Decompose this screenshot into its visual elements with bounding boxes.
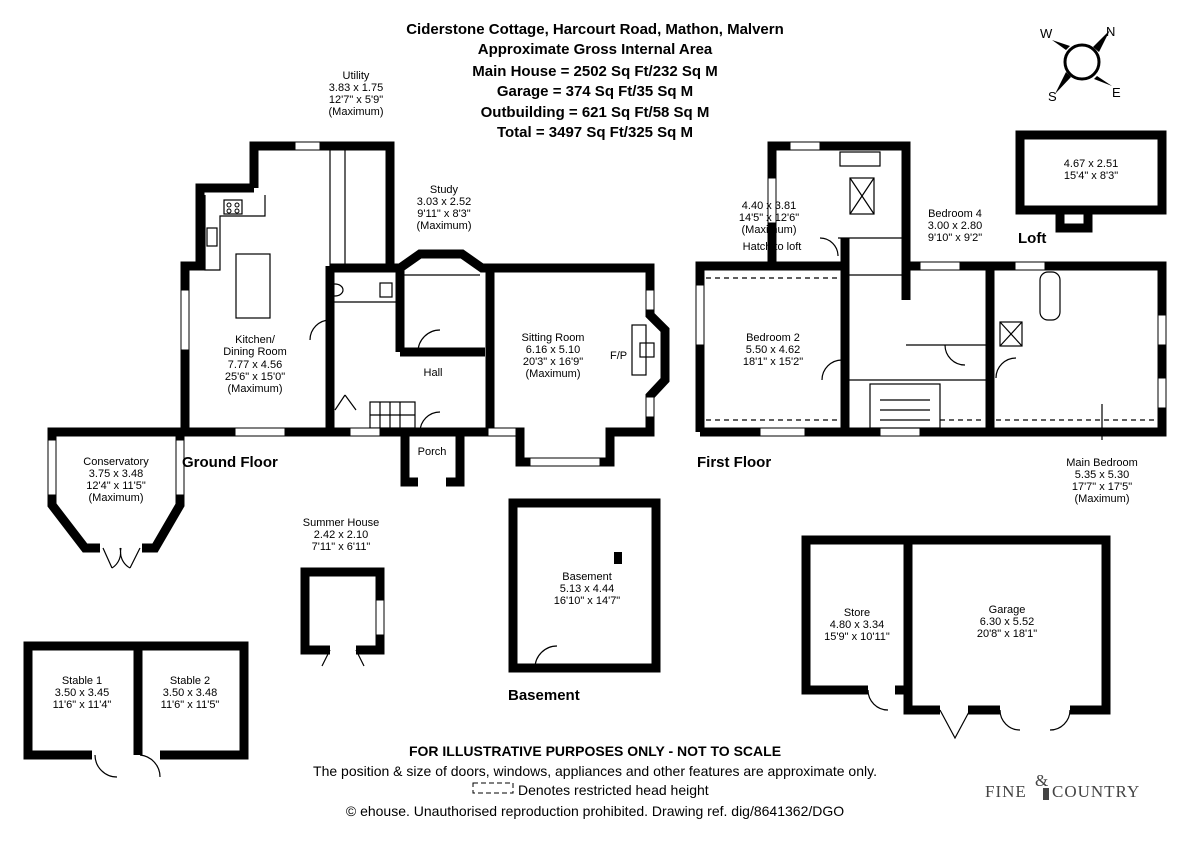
- conservatory-imperial: 12'4" x 11'5": [86, 480, 146, 492]
- study-imperial: 9'11" x 8'3": [417, 208, 470, 220]
- summer-house-name: Summer House: [303, 517, 379, 529]
- hall-label: Hall: [424, 367, 443, 379]
- hatch-label: Hatch to loft: [743, 241, 802, 253]
- footer: FOR ILLUSTRATIVE PURPOSES ONLY - NOT TO …: [313, 743, 877, 819]
- main-bedroom-name: Main Bedroom: [1066, 457, 1138, 469]
- main-house-area: Main House = 2502 Sq Ft/232 Sq M: [472, 63, 718, 80]
- ground-floor-label: Ground Floor: [182, 454, 278, 471]
- kitchen-maximum: (Maximum): [228, 383, 283, 395]
- utility-name: Utility: [343, 70, 370, 82]
- title-block: Ciderstone Cottage, Harcourt Road, Matho…: [406, 21, 784, 141]
- compass-n-label: N: [1106, 24, 1115, 39]
- utility-imperial: 12'7" x 5'9": [329, 94, 383, 106]
- porch-label: Porch: [418, 446, 447, 458]
- kitchen-imperial: 25'6" x 15'0": [225, 371, 285, 383]
- conservatory-maximum: (Maximum): [89, 492, 144, 504]
- loft-label: Loft: [1018, 230, 1046, 247]
- kitchen-metric: 7.77 x 4.56: [228, 359, 282, 371]
- bedroom3-imperial: 14'5" x 12'6": [739, 212, 799, 224]
- compass-icon: W N S E: [1040, 24, 1121, 104]
- loft-imperial: 15'4" x 8'3": [1064, 170, 1118, 182]
- garage-plan: Store 4.80 x 3.34 15'9" x 10'11" Garage …: [801, 535, 1111, 740]
- logo-left: FINE: [985, 782, 1027, 801]
- loft-plan: 4.67 x 2.51 15'4" x 8'3" Loft: [1015, 130, 1167, 247]
- fireplace-label: F/P: [610, 350, 627, 362]
- compass-s-label: S: [1048, 89, 1057, 104]
- study-maximum: (Maximum): [417, 220, 472, 232]
- legend-text: Denotes restricted head height: [518, 782, 709, 798]
- copyright-text: © ehouse. Unauthorised reproduction proh…: [346, 803, 844, 819]
- disclaimer-text: FOR ILLUSTRATIVE PURPOSES ONLY - NOT TO …: [409, 743, 781, 759]
- sitting-name: Sitting Room: [522, 332, 585, 344]
- basement-metric: 5.13 x 4.44: [560, 583, 614, 595]
- garage-name: Garage: [989, 604, 1026, 616]
- stables-plan: Stable 1 3.50 x 3.45 11'6" x 11'4" Stabl…: [23, 641, 249, 778]
- kitchen-name-2: Dining Room: [223, 346, 287, 358]
- study-name: Study: [430, 184, 459, 196]
- conservatory-metric: 3.75 x 3.48: [89, 468, 143, 480]
- bedroom4-metric: 3.00 x 2.80: [928, 220, 982, 232]
- basement-imperial: 16'10" x 14'7": [554, 595, 621, 607]
- store-name: Store: [844, 607, 870, 619]
- stable1-name: Stable 1: [62, 675, 102, 687]
- bedroom2-name: Bedroom 2: [746, 332, 800, 344]
- sitting-metric: 6.16 x 5.10: [526, 344, 580, 356]
- outbuilding-area: Outbuilding = 621 Sq Ft/58 Sq M: [481, 104, 710, 121]
- first-floor-labels: 4.40 x 3.81 14'5" x 12'6" (Maximum) Hatc…: [739, 200, 1138, 505]
- bedroom4-name: Bedroom 4: [928, 208, 982, 220]
- conservatory-name: Conservatory: [83, 456, 149, 468]
- bedroom2-metric: 5.50 x 4.62: [746, 344, 800, 356]
- logo-mark-icon: [1043, 788, 1049, 800]
- approximate-note: The position & size of doors, windows, a…: [313, 763, 877, 779]
- main-bedroom-metric: 5.35 x 5.30: [1075, 469, 1129, 481]
- logo-ampersand: &: [1035, 771, 1049, 790]
- basement-plan: Basement 5.13 x 4.44 16'10" x 14'7" Base…: [508, 498, 661, 704]
- basement-label: Basement: [508, 687, 580, 704]
- restricted-height-swatch: [472, 782, 514, 794]
- stable2-imperial: 11'6" x 11'5": [161, 699, 220, 711]
- logo-right: COUNTRY: [1052, 782, 1140, 801]
- stable2-metric: 3.50 x 3.48: [163, 687, 217, 699]
- stable2-name: Stable 2: [170, 675, 210, 687]
- ground-floor-plan: Ground Floor: [47, 141, 670, 569]
- bedroom2-imperial: 18'1" x 15'2": [743, 356, 803, 368]
- store-metric: 4.80 x 3.34: [830, 619, 884, 631]
- compass-w-label: W: [1040, 26, 1053, 41]
- study-metric: 3.03 x 2.52: [417, 196, 471, 208]
- kitchen-name: Kitchen/: [235, 334, 276, 346]
- summer-house-plan: Summer House 2.42 x 2.10 7'11" x 6'11": [300, 517, 385, 667]
- store-imperial: 15'9" x 10'11": [824, 631, 890, 643]
- basement-name: Basement: [562, 571, 612, 583]
- utility-metric: 3.83 x 1.75: [329, 82, 383, 94]
- utility-maximum: (Maximum): [329, 106, 384, 118]
- compass-e-label: E: [1112, 85, 1121, 100]
- bedroom3-metric: 4.40 x 3.81: [742, 200, 796, 212]
- summer-house-metric: 2.42 x 2.10: [314, 529, 368, 541]
- summer-house-imperial: 7'11" x 6'11": [312, 541, 371, 553]
- property-address: Ciderstone Cottage, Harcourt Road, Matho…: [406, 21, 784, 38]
- stable1-imperial: 11'6" x 11'4": [53, 699, 112, 711]
- main-bedroom-imperial: 17'7" x 17'5": [1072, 481, 1132, 493]
- garage-area: Garage = 374 Sq Ft/35 Sq M: [497, 83, 693, 100]
- first-floor-plan: First Floor: [695, 141, 1167, 471]
- first-floor-label: First Floor: [697, 454, 771, 471]
- sitting-imperial: 20'3" x 16'9": [523, 356, 583, 368]
- ground-floor-labels: Utility 3.83 x 1.75 12'7" x 5'9" (Maximu…: [83, 70, 627, 504]
- bedroom4-imperial: 9'10" x 9'2": [928, 232, 982, 244]
- sitting-maximum: (Maximum): [526, 368, 581, 380]
- total-area: Total = 3497 Sq Ft/325 Sq M: [497, 124, 693, 141]
- bedroom3-maximum: (Maximum): [742, 224, 797, 236]
- area-heading: Approximate Gross Internal Area: [478, 41, 713, 58]
- loft-metric: 4.67 x 2.51: [1064, 158, 1118, 170]
- stable1-metric: 3.50 x 3.45: [55, 687, 109, 699]
- main-bedroom-maximum: (Maximum): [1075, 493, 1130, 505]
- garage-metric: 6.30 x 5.52: [980, 616, 1034, 628]
- fine-country-logo: FINE & COUNTRY: [985, 771, 1140, 801]
- garage-imperial: 20'8" x 18'1": [977, 628, 1037, 640]
